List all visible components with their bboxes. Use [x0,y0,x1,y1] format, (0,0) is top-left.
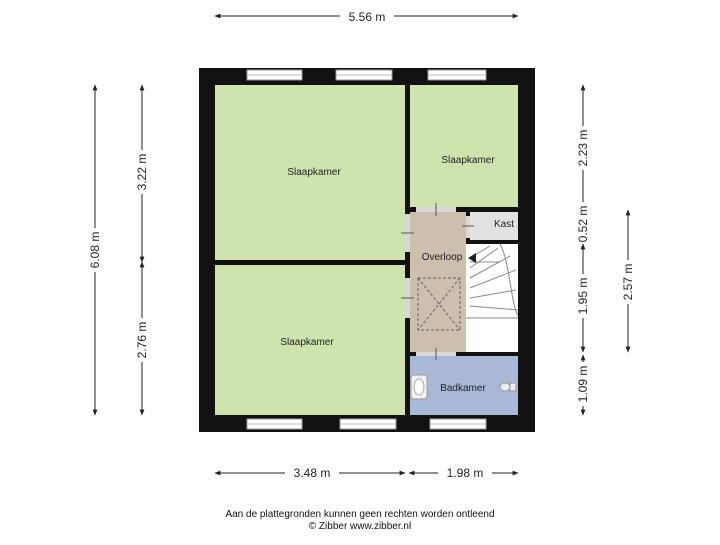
dimension-right-kast: 0.52 m [575,202,591,246]
dimension-label: 1.09 m [576,366,590,403]
dimension-label: 2.23 m [576,130,590,167]
room-landing [410,212,466,352]
room-label-landing: Overloop [422,252,463,263]
dimension-bottom-right: 1.98 m [408,465,519,481]
footer-copyright: © Zibber www.zibber.nl [308,521,412,532]
dimension-label: 6.08 m [88,232,102,269]
dimension-right-outer: 2.57 m [620,209,636,353]
room-closet [470,212,518,240]
room-label-bedroom-top-right: Slaapkamer [441,155,495,166]
footer-disclaimer: Aan de plattegronden kunnen geen rechten… [225,509,495,520]
room-bedroom-top-right [410,85,518,207]
dimension-right-bath: 1.09 m [575,354,591,416]
room-label-bedroom-bottom: Slaapkamer [280,337,334,348]
dimension-left-upper: 3.22 m [134,84,150,263]
room-label-bedroom-top-left: Slaapkamer [287,167,341,178]
staircase [466,243,519,319]
windows [246,69,487,430]
dimension-left-lower: 2.76 m [134,261,150,416]
room-bedroom-top-left [215,85,405,260]
toilet-icon [499,382,511,392]
stair-direction-arrow-icon [468,253,476,263]
room-bedroom-bottom [215,265,405,415]
dimension-label: 2.76 m [135,322,149,359]
doors [401,203,474,360]
room-label-closet: Kast [494,219,514,230]
dimension-label: 3.48 m [294,466,331,480]
room-label-bathroom: Badkamer [440,383,486,394]
dimension-right-stair: 1.95 m [575,243,591,353]
dimension-label: 3.22 m [135,154,149,191]
bathroom-fixtures [410,374,517,400]
dimension-label: 0.52 m [576,206,590,243]
dimension-top-width: 5.56 m [214,8,519,24]
dimension-label: 1.95 m [576,278,590,315]
door-closet [466,216,470,238]
attic-hatch [417,277,461,331]
dimension-label: 2.57 m [621,264,635,301]
dimension-right-upper: 2.23 m [575,84,591,209]
dimension-bottom-left: 3.48 m [214,465,406,481]
dimension-label: 1.98 m [447,466,484,480]
dimension-label: 5.56 m [349,10,386,24]
dimension-left-total: 6.08 m [87,84,103,416]
